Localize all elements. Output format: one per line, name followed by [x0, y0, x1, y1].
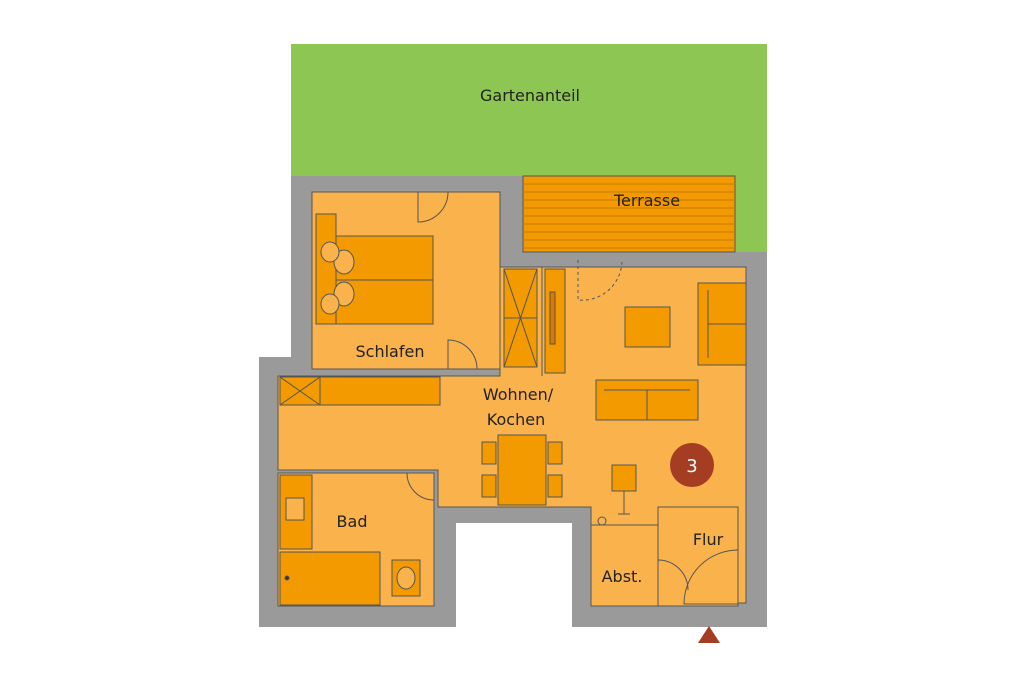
- terrace: [522, 175, 736, 253]
- wardrobe: [503, 268, 566, 374]
- hall-label: Flur: [693, 530, 724, 549]
- living-label-2: Kochen: [487, 410, 545, 429]
- bed: [315, 213, 434, 325]
- storage-label: Abst.: [602, 567, 643, 586]
- bath-fixtures: [279, 474, 421, 606]
- entrance-arrow-icon: [698, 626, 720, 643]
- storage-floor: [590, 524, 659, 607]
- hall-floor: [657, 506, 739, 607]
- garden-label: Gartenanteil: [480, 86, 580, 105]
- terrace-label: Terrasse: [613, 191, 680, 210]
- doors: [406, 191, 739, 605]
- dining-table: [481, 434, 563, 506]
- living-furniture: [595, 282, 747, 526]
- bath-label: Bad: [337, 512, 368, 531]
- living-label-1: Wohnen/: [483, 385, 554, 404]
- unit-badge: [670, 443, 714, 487]
- kitchen-counter: [279, 376, 441, 406]
- bedroom-label: Schlafen: [356, 342, 425, 361]
- unit-badge-number: 3: [686, 456, 697, 477]
